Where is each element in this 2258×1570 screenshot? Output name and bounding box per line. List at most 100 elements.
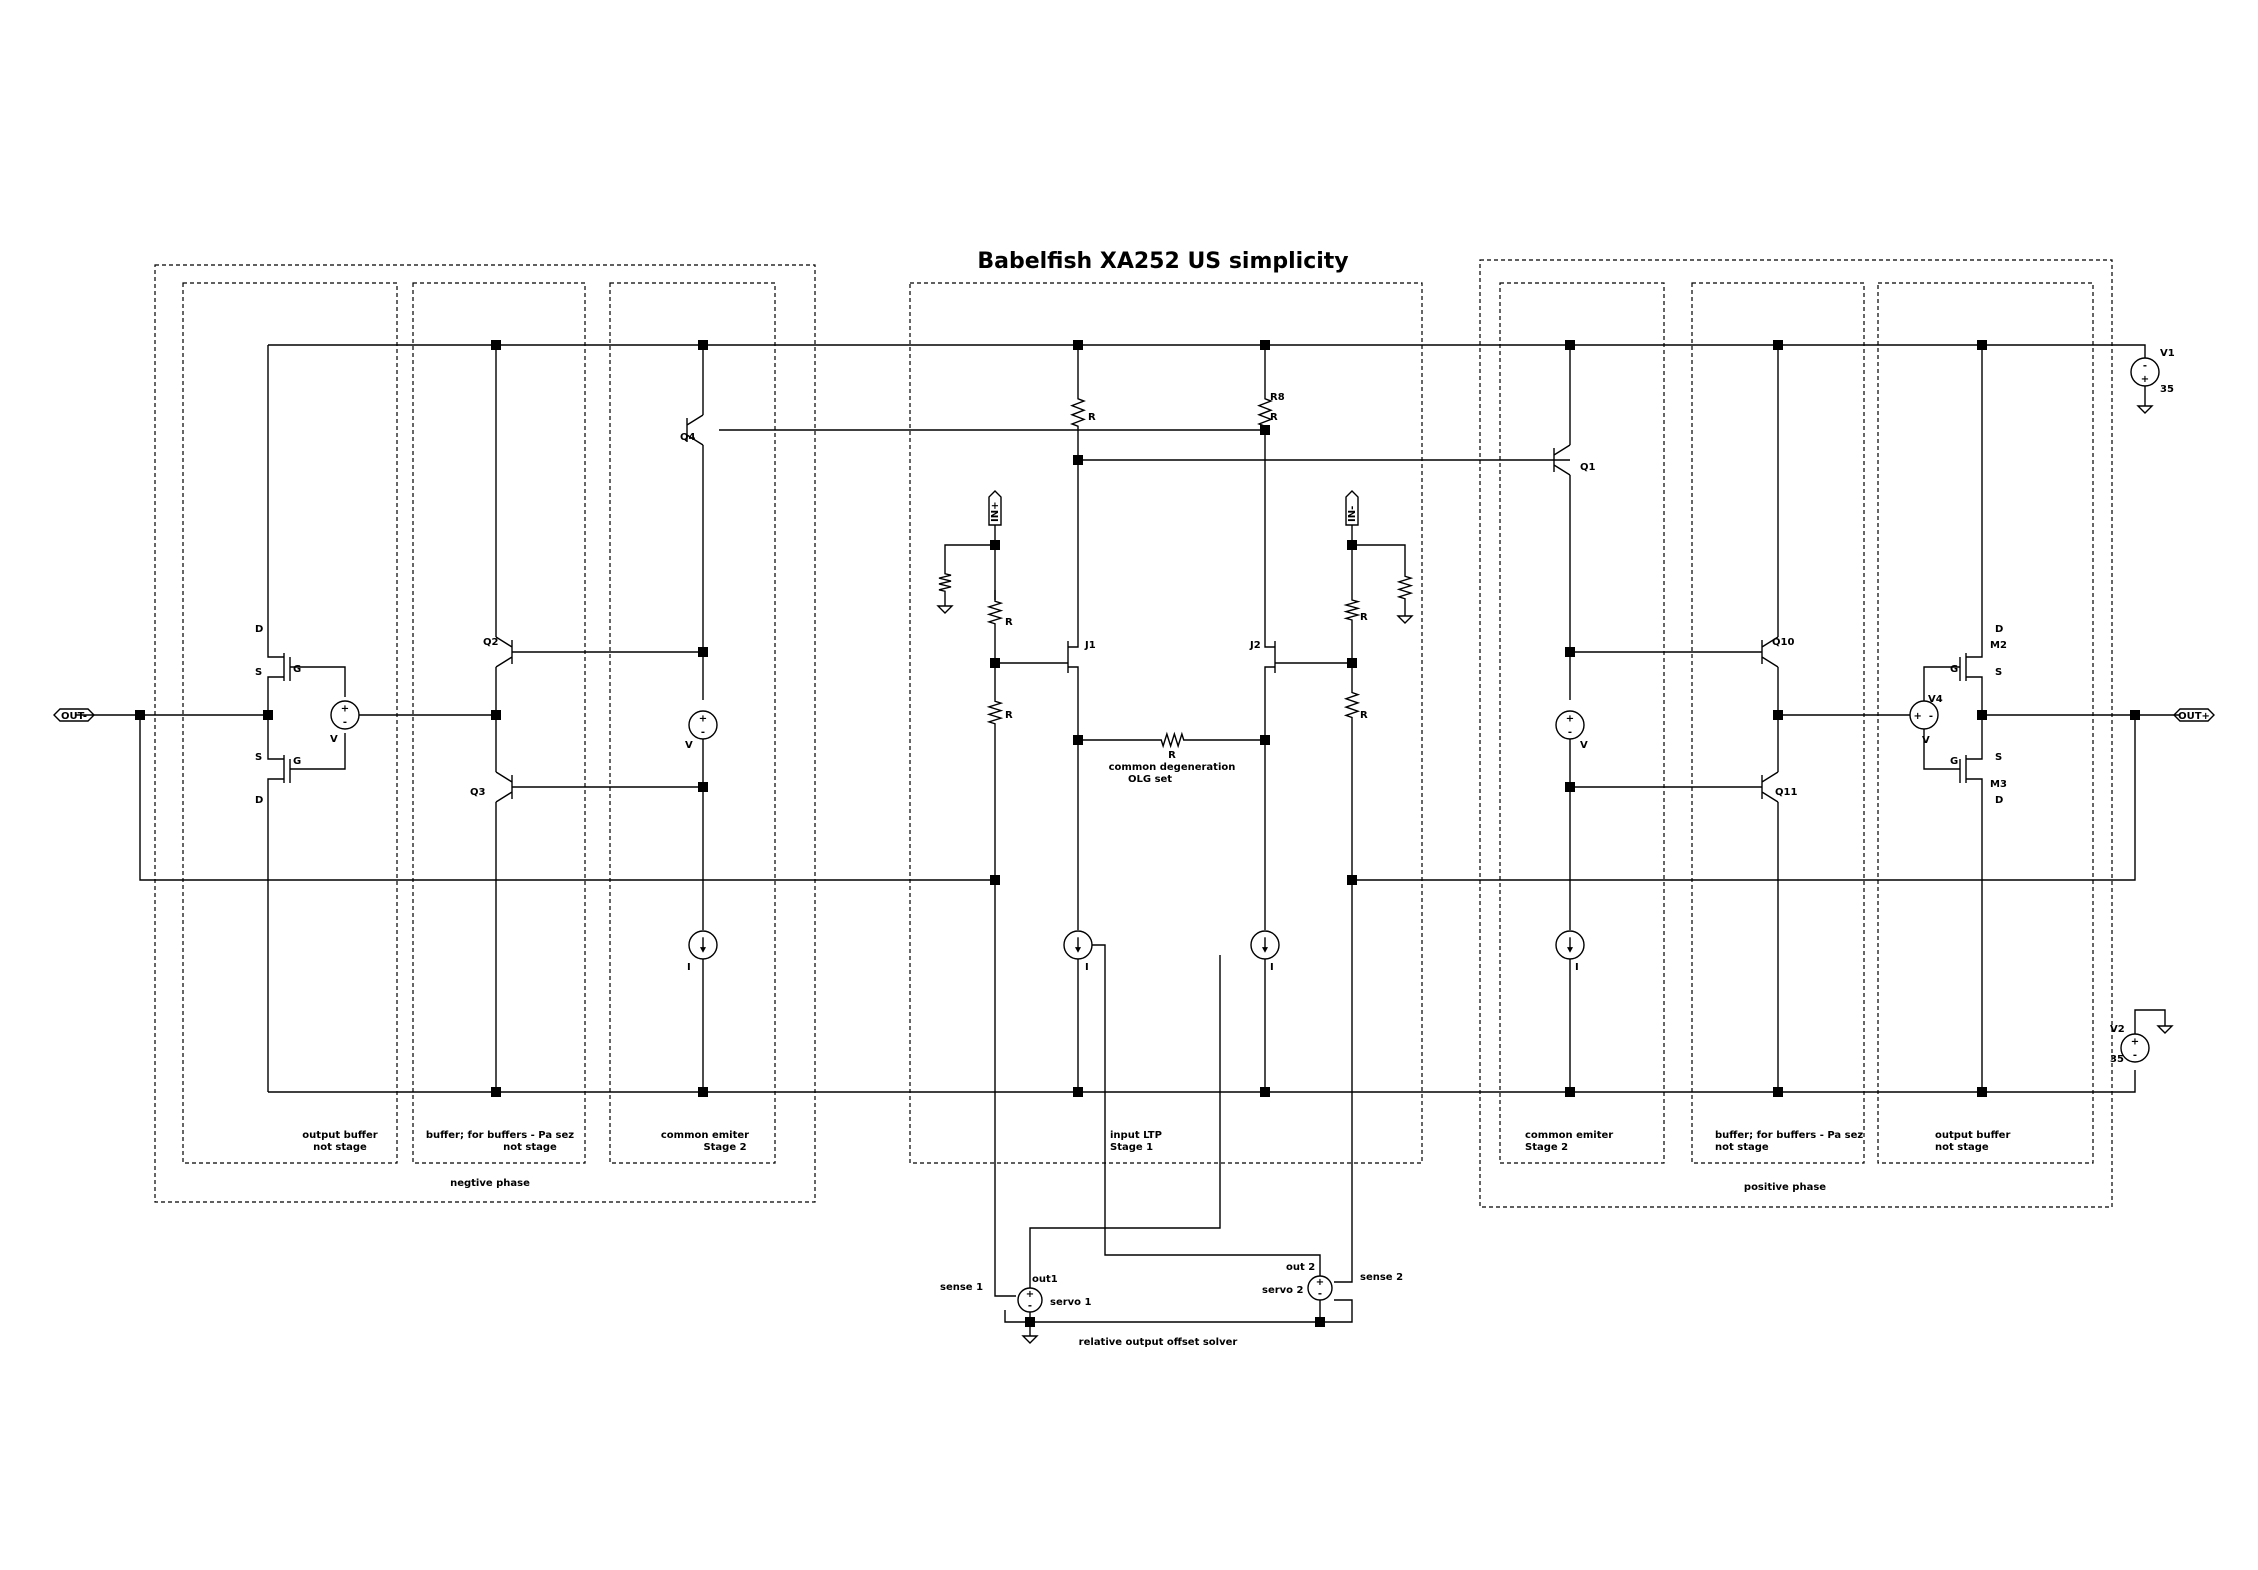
component-label: R bbox=[1005, 617, 1013, 628]
wires bbox=[75, 344, 2180, 1330]
pin-label: D bbox=[1995, 795, 2003, 806]
jfet-j2 bbox=[1264, 637, 1276, 680]
page-title: Babelfish XA252 US simplicity bbox=[977, 249, 1348, 274]
sense2-to-servo2-wire bbox=[1334, 1262, 1353, 1283]
current-source-ltp-right bbox=[1250, 930, 1280, 960]
component-label: Q4 bbox=[680, 432, 696, 443]
right-gate-upper-wire bbox=[1923, 666, 1960, 701]
bjt-body bbox=[686, 414, 704, 446]
common-emitter-right-box bbox=[1499, 282, 1665, 1164]
port-flag-icon bbox=[2173, 708, 2215, 722]
j1-source-wire bbox=[1077, 680, 1150, 741]
junction-dot bbox=[990, 875, 1000, 885]
arrowhead-icon bbox=[700, 947, 706, 953]
polarity-sign: - bbox=[2143, 361, 2147, 372]
pin-label: S bbox=[255, 667, 262, 678]
supply-v1: -+ bbox=[2130, 357, 2160, 387]
common-emitter-left-box bbox=[609, 282, 776, 1164]
feedback-right-wire bbox=[1352, 715, 2136, 881]
section-label: relative output offset solver bbox=[1079, 1337, 1238, 1348]
junction-dot bbox=[2130, 710, 2140, 720]
component-label: Q10 bbox=[1772, 637, 1794, 648]
junction-dot bbox=[491, 1087, 501, 1097]
pin-label: G bbox=[293, 664, 301, 675]
junction-dot bbox=[1315, 1317, 1325, 1327]
junction-dot bbox=[491, 340, 501, 350]
voltage-source-body bbox=[1909, 700, 1939, 730]
component-label: servo 1 bbox=[1050, 1297, 1092, 1308]
resistor-load-left bbox=[1070, 385, 1086, 440]
pin-label: D bbox=[255, 624, 263, 635]
junction-dot bbox=[1260, 340, 1270, 350]
junction-dot bbox=[263, 710, 273, 720]
mosfet-body bbox=[267, 749, 291, 787]
junction-dot bbox=[491, 710, 501, 720]
supply-v2: +- bbox=[2120, 1033, 2150, 1063]
polarity-sign: + bbox=[2141, 374, 2149, 385]
component-label: R8 bbox=[1270, 392, 1285, 403]
section-label: Stage 1 bbox=[1110, 1142, 1153, 1153]
component-label: Q1 bbox=[1580, 462, 1596, 473]
section-label: not stage bbox=[1935, 1142, 1989, 1153]
component-label: R bbox=[1168, 750, 1176, 761]
bjt-body bbox=[1761, 636, 1779, 668]
junction-dot bbox=[1073, 455, 1083, 465]
section-label: Stage 2 bbox=[703, 1142, 746, 1153]
voltage-source-body bbox=[330, 700, 360, 730]
resistor-input-load-right bbox=[1396, 565, 1414, 610]
mosfet-body bbox=[1959, 749, 1983, 787]
component-label: common degeneration bbox=[1109, 762, 1236, 773]
buffer-left-box bbox=[412, 282, 586, 1164]
component-label: Q3 bbox=[470, 787, 486, 798]
junction-dot bbox=[1773, 710, 1783, 720]
junction-dot bbox=[1260, 735, 1270, 745]
section-label: input LTP bbox=[1110, 1130, 1162, 1141]
pin-label: G bbox=[1950, 756, 1958, 767]
ground-v1 bbox=[2136, 400, 2154, 414]
section-label: negtive phase bbox=[450, 1178, 530, 1189]
bjt-body bbox=[495, 771, 513, 803]
resistor-body bbox=[938, 565, 952, 600]
port-label: OUT- bbox=[61, 711, 87, 722]
junction-dot bbox=[1565, 647, 1575, 657]
left-gate-upper-wire bbox=[290, 666, 346, 697]
servo-1: +- bbox=[1017, 1287, 1043, 1313]
resistor-input-right-lower bbox=[1343, 680, 1361, 730]
jfet-body bbox=[1067, 637, 1079, 680]
section-label: buffer; for buffers - Pa sez bbox=[1715, 1130, 1863, 1141]
component-label: V bbox=[685, 740, 693, 751]
vbe-source-left: +- bbox=[688, 710, 718, 740]
input-ltp-box bbox=[909, 282, 1423, 1164]
jfet-j1 bbox=[1067, 637, 1079, 680]
junction-dot bbox=[698, 782, 708, 792]
bias-source-right: +- bbox=[1909, 700, 1939, 730]
bjt-q11 bbox=[1761, 771, 1779, 803]
component-label: I bbox=[1270, 962, 1274, 973]
component-label: M2 bbox=[1990, 640, 2007, 651]
section-label: not stage bbox=[313, 1142, 367, 1153]
polarity-sign: - bbox=[1318, 1288, 1322, 1299]
junction-dot bbox=[1073, 735, 1083, 745]
junction-dot bbox=[1347, 540, 1357, 550]
component-label: V2 bbox=[2110, 1024, 2125, 1035]
bjt-q4 bbox=[686, 414, 704, 446]
resistor-degeneration bbox=[1150, 731, 1195, 749]
positive-phase-box bbox=[1479, 259, 2113, 1208]
section-label: Stage 2 bbox=[1525, 1142, 1568, 1153]
output-buffer-left-box bbox=[182, 282, 398, 1164]
ground-icon bbox=[936, 600, 954, 614]
voltage-source-body bbox=[1307, 1275, 1333, 1301]
in-minus-load-wire bbox=[1352, 544, 1406, 565]
component-label: R bbox=[1270, 412, 1278, 423]
resistor-body bbox=[986, 590, 1004, 635]
pin-label: S bbox=[1995, 752, 2002, 763]
ground-servo bbox=[1021, 1330, 1039, 1344]
ground-icon bbox=[1021, 1330, 1039, 1344]
junction-dot bbox=[1260, 1087, 1270, 1097]
component-label: I bbox=[1575, 962, 1579, 973]
right-gate-lower-wire bbox=[1923, 729, 1960, 770]
junction-dot bbox=[698, 647, 708, 657]
resistor-body bbox=[1343, 680, 1361, 730]
